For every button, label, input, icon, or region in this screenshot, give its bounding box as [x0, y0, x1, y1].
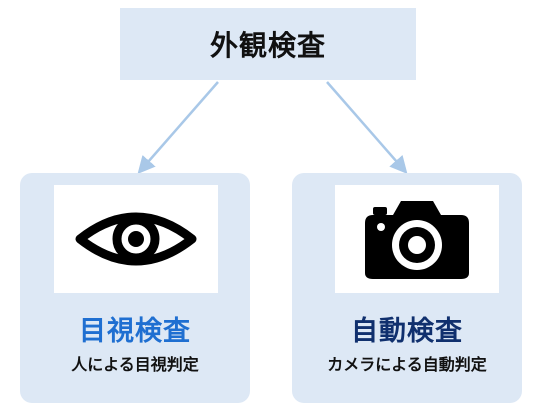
arrow-to-right — [326, 81, 408, 174]
automatic-inspection-card: 自動検査 カメラによる自動判定 — [292, 173, 522, 403]
camera-icon — [365, 201, 469, 279]
eye-icon — [75, 212, 197, 266]
automatic-inspection-description: カメラによる自動判定 — [327, 355, 487, 374]
eye-icon-panel — [54, 185, 218, 293]
visual-inspection-description: 人による目視判定 — [71, 355, 199, 374]
camera-icon-panel — [335, 185, 499, 293]
root-node: 外観検査 — [120, 8, 416, 80]
root-title: 外観検査 — [209, 29, 326, 62]
visual-inspection-title: 目視検査 — [79, 316, 191, 347]
arrow-to-left — [137, 81, 219, 174]
automatic-inspection-title: 自動検査 — [351, 316, 463, 347]
visual-inspection-card: 目視検査 人による目視判定 — [20, 173, 250, 403]
